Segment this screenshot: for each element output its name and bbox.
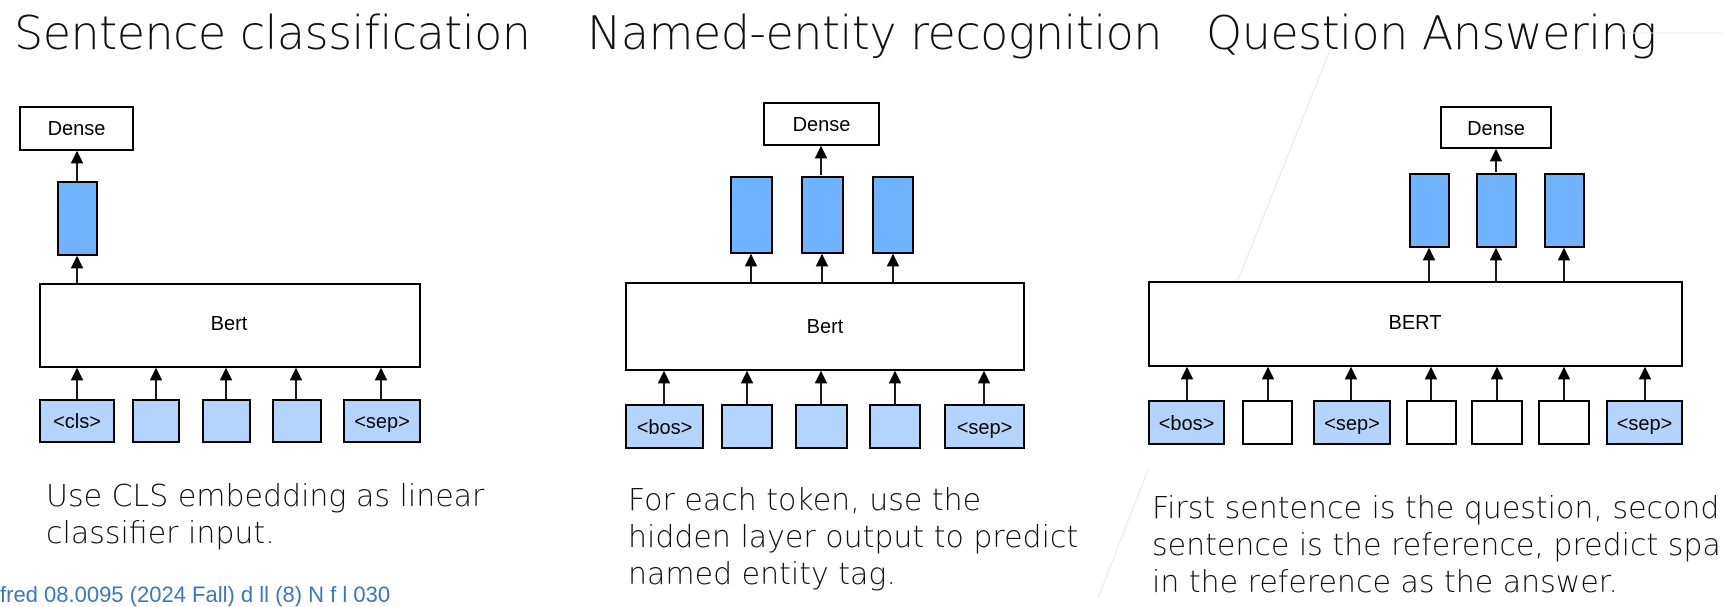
caption-question-answering: First sentence is the question, second s… bbox=[1152, 490, 1724, 601]
caption-line: classifier input. bbox=[46, 516, 275, 551]
bert-label: Bert bbox=[807, 316, 844, 338]
panel-named-entity-recognition: Dense Bert <bos> <sep> bbox=[625, 102, 1025, 449]
input-token-empty bbox=[1242, 400, 1293, 445]
bert-encoder-box bbox=[1148, 281, 1683, 367]
token-label: <sep> bbox=[1617, 413, 1673, 435]
dense-label: Dense bbox=[48, 118, 106, 140]
input-token-empty bbox=[1471, 400, 1523, 445]
caption-line: named entity tag. bbox=[628, 557, 896, 592]
token-output-block bbox=[801, 176, 844, 254]
panel-title-question-answering: Question Answering bbox=[1206, 6, 1657, 60]
dense-box bbox=[763, 102, 880, 146]
dense-label: Dense bbox=[793, 114, 851, 136]
decorative-line bbox=[1097, 469, 1149, 598]
dense-box bbox=[19, 106, 134, 151]
dense-box bbox=[1440, 106, 1552, 149]
token-output-block bbox=[1409, 173, 1450, 248]
input-token bbox=[721, 404, 773, 449]
decorative-line bbox=[1229, 49, 1331, 301]
input-token bbox=[272, 399, 322, 443]
caption-sentence-classification: Use CLS embedding as linear classifier i… bbox=[46, 478, 484, 552]
caption-line: First sentence is the question, second bbox=[1152, 491, 1720, 526]
input-token-empty bbox=[1406, 400, 1457, 445]
footer-link[interactable]: fred 08.0095 (2024 Fall) d ll (8) N f l … bbox=[0, 582, 391, 607]
input-token bbox=[202, 399, 251, 443]
token-label: <cls> bbox=[53, 411, 101, 433]
input-token-empty bbox=[1538, 400, 1590, 445]
input-token bbox=[795, 404, 848, 449]
token-label: <bos> bbox=[1159, 413, 1215, 435]
token-output-block bbox=[1544, 173, 1585, 248]
panel-question-answering: Dense BERT <bos> <sep> <sep> bbox=[1148, 106, 1683, 445]
bert-label: BERT bbox=[1389, 312, 1442, 334]
caption-line: sentence is the reference, predict span bbox=[1152, 528, 1724, 563]
token-label: <sep> bbox=[354, 411, 410, 433]
input-token-sep bbox=[1606, 400, 1683, 445]
caption-named-entity-recognition: For each token, use the hidden layer out… bbox=[628, 482, 1078, 593]
token-label: <sep> bbox=[1324, 413, 1380, 435]
panel-title-sentence-classification: Sentence classification bbox=[14, 6, 531, 60]
input-token-bos bbox=[1148, 400, 1225, 445]
token-label: <bos> bbox=[637, 417, 693, 439]
input-token-sep bbox=[944, 404, 1025, 449]
panel-sentence-classification: Dense Bert <cls> <sep> bbox=[19, 106, 421, 443]
bert-encoder-box bbox=[39, 283, 421, 368]
caption-line: For each token, use the bbox=[628, 483, 982, 518]
input-token-sep bbox=[1313, 400, 1391, 445]
token-output-block bbox=[1476, 173, 1517, 248]
token-output-block bbox=[872, 176, 914, 254]
caption-line: in the reference as the answer. bbox=[1152, 565, 1618, 600]
bert-label: Bert bbox=[211, 313, 248, 335]
bert-encoder-box bbox=[625, 282, 1025, 371]
input-token-cls bbox=[39, 399, 115, 443]
input-token-bos bbox=[625, 404, 704, 449]
token-label: <sep> bbox=[957, 417, 1013, 439]
token-output-block bbox=[730, 176, 773, 254]
caption-line: hidden layer output to predict bbox=[628, 520, 1079, 555]
input-token bbox=[132, 399, 180, 443]
input-token-sep bbox=[343, 399, 421, 443]
panel-title-named-entity-recognition: Named-entity recognition bbox=[587, 6, 1162, 60]
input-token bbox=[869, 404, 921, 449]
caption-line: Use CLS embedding as linear bbox=[46, 479, 485, 514]
cls-output-block bbox=[57, 181, 98, 256]
dense-label: Dense bbox=[1467, 118, 1525, 140]
